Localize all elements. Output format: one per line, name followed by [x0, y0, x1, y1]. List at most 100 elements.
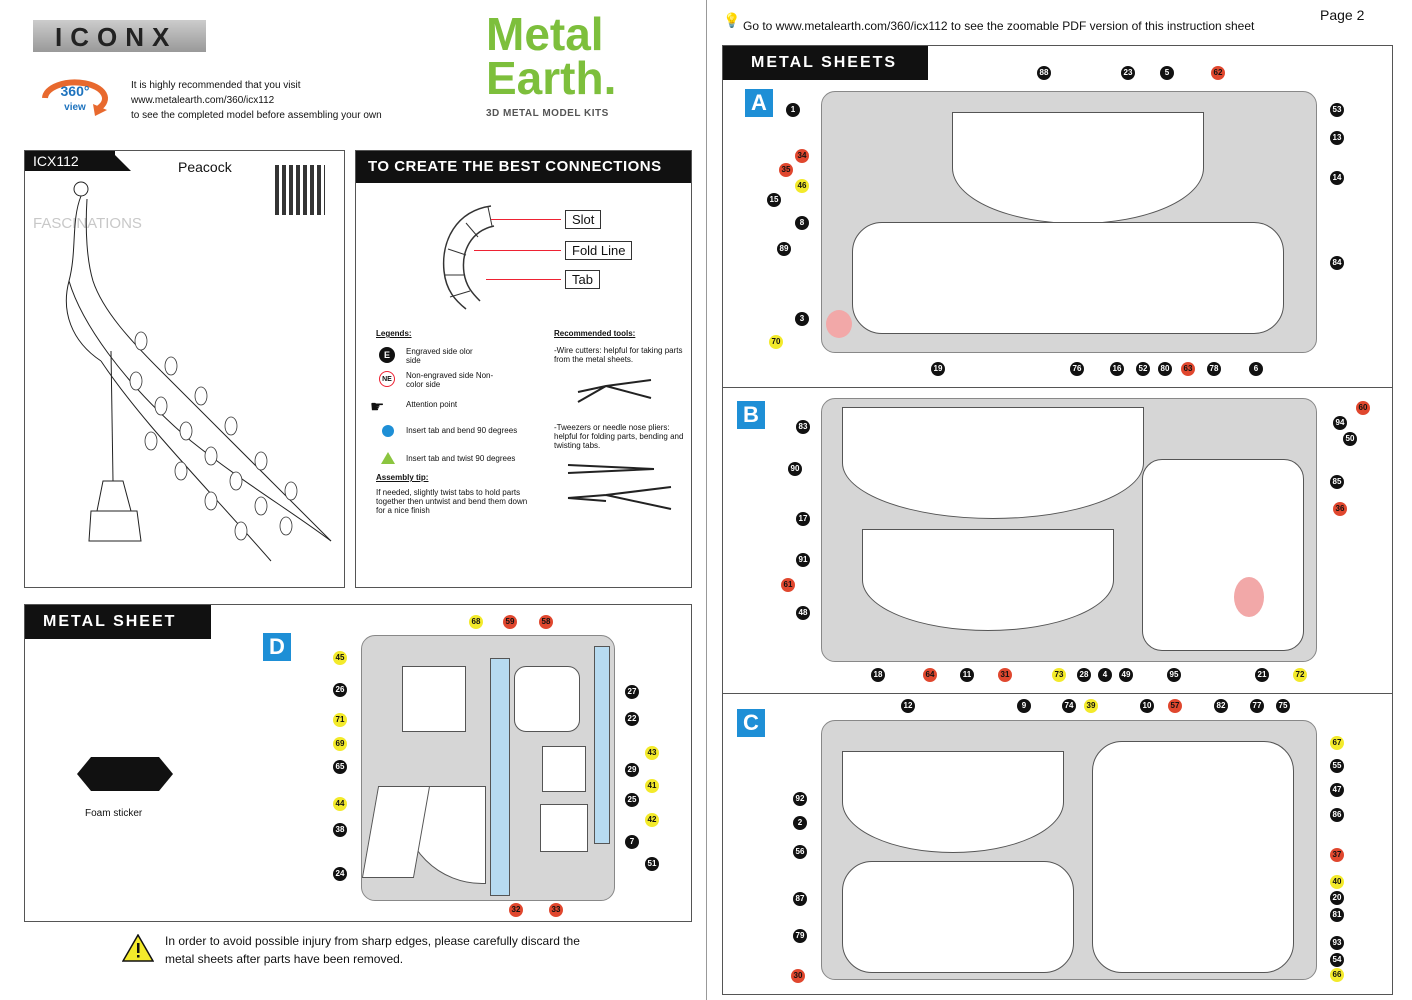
- sheet-a-label: A: [745, 89, 773, 117]
- part-tail-c1: [842, 751, 1064, 853]
- part-octagon-1: [402, 666, 466, 732]
- sheet-c: [821, 720, 1317, 980]
- part-num-47: 47: [1330, 783, 1344, 797]
- part-num-57: 57: [1168, 699, 1182, 713]
- tools-title: Recommended tools:: [554, 329, 636, 338]
- logo-tag: 3D METAL MODEL KITS: [486, 108, 609, 119]
- page-divider: [706, 0, 707, 1000]
- part-num-84: 84: [1330, 256, 1344, 270]
- sheet-a-divider: [723, 387, 1392, 388]
- part-num-33: 33: [549, 903, 563, 917]
- part-num-68: 68: [469, 615, 483, 629]
- part-num-72: 72: [1293, 668, 1307, 682]
- fold-line-label: Fold Line: [565, 241, 633, 260]
- part-num-79: 79: [793, 929, 807, 943]
- blue-dot-icon: [382, 425, 394, 437]
- part-num-92: 92: [793, 792, 807, 806]
- part-body-c: [1092, 741, 1294, 973]
- part-num-45: 45: [333, 651, 347, 665]
- part-num-32: 32: [509, 903, 523, 917]
- part-num-43: 43: [645, 746, 659, 760]
- part-num-59: 59: [503, 615, 517, 629]
- part-num-4: 4: [1098, 668, 1112, 682]
- legend-green: Insert tab and twist 90 degrees: [406, 454, 516, 463]
- qr-code-icon[interactable]: [275, 165, 325, 215]
- tool1: -Wire cutters: helpful for taking parts …: [554, 346, 683, 364]
- part-num-15: 15: [767, 193, 781, 207]
- part-feather-arc-a: [952, 112, 1204, 224]
- part-num-20: 20: [1330, 891, 1344, 905]
- intro-line2[interactable]: www.metalearth.com/360/icx112: [131, 95, 275, 106]
- part-num-29: 29: [625, 763, 639, 777]
- part-num-18: 18: [871, 668, 885, 682]
- part-num-54: 54: [1330, 953, 1344, 967]
- foam-sticker-icon: [77, 757, 173, 791]
- part-num-38: 38: [333, 823, 347, 837]
- model-code-tab: ICX112: [25, 151, 115, 171]
- part-num-23: 23: [1121, 66, 1135, 80]
- part-num-21: 21: [1255, 668, 1269, 682]
- part-num-44: 44: [333, 797, 347, 811]
- connections-title: TO CREATE THE BEST CONNECTIONS: [356, 151, 691, 183]
- part-num-6: 6: [1249, 362, 1263, 376]
- part-num-46: 46: [795, 179, 809, 193]
- sheet-d: [361, 635, 615, 901]
- legend-non-engraved: Non-engraved side Non-color side: [406, 371, 494, 389]
- sheet-a: [821, 91, 1317, 353]
- svg-text:360°: 360°: [61, 83, 90, 99]
- part-num-80: 80: [1158, 362, 1172, 376]
- part-octagon-3: [542, 746, 586, 792]
- connector-line-tab: [486, 279, 561, 280]
- model-panel: ICX112 Peacock FASCINATIONS: [24, 150, 345, 588]
- part-num-36: 36: [1333, 502, 1347, 516]
- part-num-49: 49: [1119, 668, 1133, 682]
- part-num-24: 24: [333, 867, 347, 881]
- part-num-7: 7: [625, 835, 639, 849]
- part-num-13: 13: [1330, 131, 1344, 145]
- part-num-39: 39: [1084, 699, 1098, 713]
- part-num-65: 65: [333, 760, 347, 774]
- part-num-1: 1: [786, 103, 800, 117]
- part-octagon-4: [540, 804, 588, 852]
- part-octagon-2: [514, 666, 580, 732]
- part-num-87: 87: [793, 892, 807, 906]
- part-num-90: 90: [788, 462, 802, 476]
- part-num-8: 8: [795, 216, 809, 230]
- metal-sheets-title: METAL SHEETS: [723, 46, 928, 80]
- legend-blue: Insert tab and bend 90 degrees: [406, 426, 518, 435]
- part-num-52: 52: [1136, 362, 1150, 376]
- part-num-86: 86: [1330, 808, 1344, 822]
- warning-text: In order to avoid possible injury from s…: [165, 934, 580, 966]
- legends-title: Legends:: [376, 329, 412, 338]
- green-triangle-icon: [381, 452, 395, 464]
- part-num-14: 14: [1330, 171, 1344, 185]
- part-num-74: 74: [1062, 699, 1076, 713]
- part-num-16: 16: [1110, 362, 1124, 376]
- part-num-69: 69: [333, 737, 347, 751]
- part-num-88: 88: [1037, 66, 1051, 80]
- part-num-53: 53: [1330, 103, 1344, 117]
- pointing-hand-icon: ☛: [370, 399, 385, 416]
- part-num-41: 41: [645, 779, 659, 793]
- metal-sheet-title: METAL SHEET: [25, 605, 211, 639]
- connector-line-slot: [491, 219, 561, 220]
- metal-sheets-panel: METAL SHEETS A B C 1 34 35 46 15 8 89 3 …: [722, 45, 1393, 995]
- part-num-93: 93: [1330, 936, 1344, 950]
- part-pink-a: [826, 310, 852, 338]
- part-num-58: 58: [539, 615, 553, 629]
- part-num-71: 71: [333, 713, 347, 727]
- logo-line2: Earth.: [486, 52, 617, 104]
- metal-earth-logo: Metal Earth. 3D METAL MODEL KITS: [486, 11, 626, 122]
- lightbulb-icon: 💡: [723, 12, 741, 28]
- part-body-b: [1142, 459, 1304, 651]
- part-num-77: 77: [1250, 699, 1264, 713]
- connections-panel: TO CREATE THE BEST CONNECTIONS Slot Fold…: [355, 150, 692, 588]
- tip-text: If needed, slightly twist tabs to hold p…: [376, 488, 528, 515]
- part-tail-b2: [862, 529, 1114, 631]
- part-num-11: 11: [960, 668, 974, 682]
- part-num-66: 66: [1330, 968, 1344, 982]
- legend-attention: Attention point: [406, 400, 458, 409]
- sheet-c-label: C: [737, 709, 765, 737]
- legend-engraved: Engraved side olor side: [406, 347, 473, 365]
- page-number: Page 2: [1320, 7, 1365, 23]
